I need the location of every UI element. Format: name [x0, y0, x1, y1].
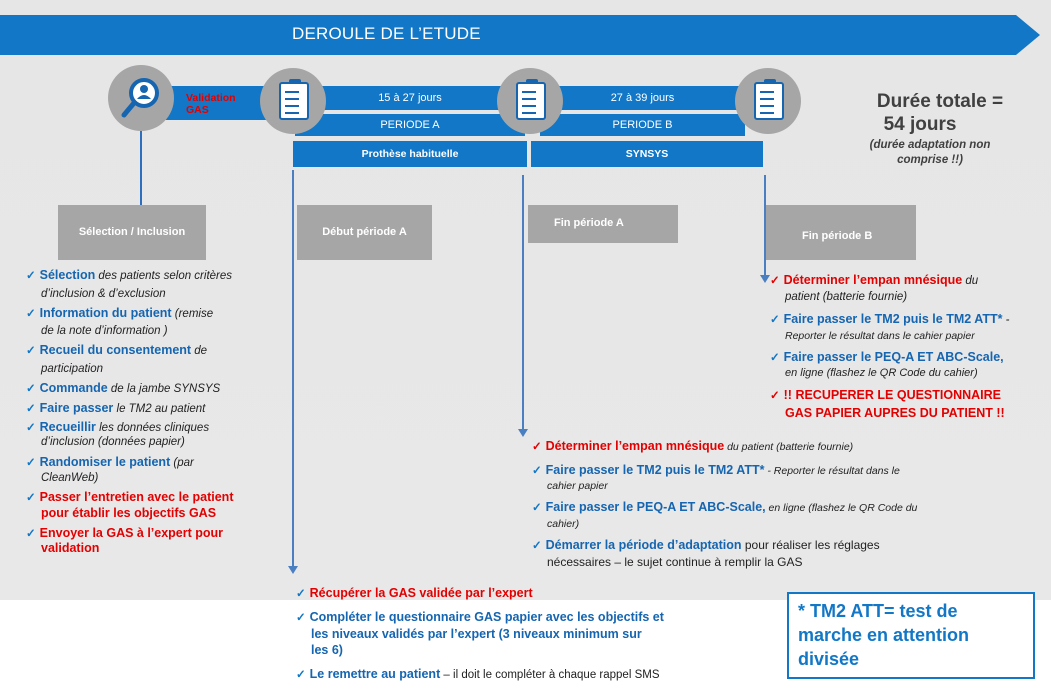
- period-b-days: 27 à 39 jours: [610, 92, 675, 104]
- footnote-box: * TM2 ATT= test de marche en attention d…: [787, 592, 1035, 679]
- checkmark-icon: ✓: [26, 492, 36, 505]
- list-item: ✓Le remettre au patient – il doit le com…: [296, 667, 660, 682]
- period-b-label: SYNSYS: [625, 148, 669, 160]
- checkmark-icon: ✓: [26, 345, 36, 358]
- checkmark-icon: ✓: [26, 457, 36, 470]
- checkmark-icon: ✓: [532, 464, 542, 477]
- clipboard-circle-end-b: [735, 68, 801, 134]
- list-item: ✓Faire passer le PEQ-A ET ABC-Scale, en …: [532, 500, 918, 530]
- duration-line2: 54 jours: [883, 114, 957, 135]
- checkmark-icon: ✓: [26, 421, 36, 434]
- period-a-label-bar: Prothèse habituelle: [293, 141, 527, 167]
- selection-circle: [108, 65, 174, 131]
- fin-b-arrow: [764, 175, 766, 279]
- stage-debut-a-box: Début période A: [297, 205, 432, 260]
- checkmark-icon: ✓: [532, 539, 542, 552]
- checkmark-icon: ✓: [26, 307, 36, 320]
- list-item: ✓Faire passer le TM2 au patient: [26, 400, 206, 415]
- clipboard-circle-end-a: [497, 68, 563, 134]
- period-a-name: PERIODE A: [380, 119, 440, 131]
- page-title: DEROULE DE L’ETUDE: [292, 24, 481, 43]
- arrow-head: [760, 275, 770, 283]
- checkmark-icon: ✓: [26, 527, 36, 540]
- checkmark-icon: ✓: [770, 390, 780, 403]
- list-item: ✓Faire passer le PEQ-A ET ABC-Scale,en l…: [770, 349, 1004, 380]
- list-item: ✓Faire passer le TM2 puis le TM2 ATT* - …: [532, 462, 900, 493]
- checkmark-icon: ✓: [296, 669, 306, 682]
- arrow-head: [288, 566, 298, 574]
- total-duration: Durée totale = 54 jours: [845, 90, 1035, 136]
- debut-a-arrow: [292, 170, 294, 570]
- checkmark-icon: ✓: [26, 270, 36, 282]
- list-item: ✓Démarrer la période d’adaptation pour r…: [532, 537, 880, 570]
- arrow-head: [518, 429, 528, 437]
- duration-note: (durée adaptation non comprise !!): [869, 139, 991, 166]
- stage-fin-a-box: Fin période A: [528, 205, 678, 243]
- stage-selection-label: Sélection / Inclusion: [78, 226, 186, 238]
- checkmark-icon: ✓: [532, 441, 542, 453]
- list-item: ✓Récupérer la GAS validée par l’expert: [296, 586, 533, 600]
- selection-connector: [140, 131, 142, 205]
- validation-bar: Validation GAS: [160, 86, 278, 120]
- period-a-days: 15 à 27 jours: [378, 92, 442, 104]
- period-a-days-bar: 15 à 27 jours: [295, 86, 525, 110]
- period-b-days-bar: 27 à 39 jours: [540, 86, 745, 110]
- footnote-line3: divisée: [798, 649, 860, 669]
- stage-debut-a-label: Début période A: [322, 226, 407, 238]
- checkmark-icon: ✓: [770, 275, 780, 287]
- period-b-name: PERIODE B: [612, 119, 673, 131]
- debut-a-list: ✓Récupérer la GAS validée par l’expert ✓…: [296, 585, 736, 683]
- period-b-label-bar: SYNSYS: [531, 141, 763, 167]
- stage-fin-b-box: Fin période B: [766, 205, 916, 260]
- search-person-icon: [121, 78, 159, 118]
- list-item: ✓Déterminer l’empan mnésique du patient …: [532, 439, 854, 453]
- footnote-line1: * TM2 ATT= test de: [798, 601, 958, 621]
- checkmark-icon: ✓: [296, 611, 306, 624]
- period-a-label: Prothèse habituelle: [361, 148, 459, 160]
- duration-line1: Durée totale =: [876, 91, 1004, 112]
- list-item: ✓Faire passer le TM2 puis le TM2 ATT* -R…: [770, 312, 1010, 342]
- stage-selection-box: Sélection / Inclusion: [58, 205, 206, 260]
- stage-fin-a-label: Fin période A: [554, 217, 624, 229]
- validation-gas-label: Validation GAS: [186, 92, 236, 116]
- checkmark-icon: ✓: [296, 588, 306, 600]
- clipboard-circle-start-a: [260, 68, 326, 134]
- checkmark-icon: ✓: [770, 314, 780, 327]
- clipboard-checklist-icon: [279, 79, 309, 120]
- checkmark-icon: ✓: [770, 351, 780, 364]
- clipboard-checklist-icon: [754, 79, 784, 120]
- footnote-line2: marche en attention: [798, 625, 970, 645]
- checkmark-icon: ✓: [532, 502, 542, 515]
- list-item: ✓Compléter le questionnaire GAS papier a…: [296, 609, 664, 658]
- checkmark-icon: ✓: [26, 402, 36, 415]
- period-a-name-bar: PERIODE A: [295, 114, 525, 136]
- stage-fin-b-label: Fin période B: [802, 230, 873, 242]
- fin-a-arrow: [522, 175, 524, 433]
- checkmark-icon: ✓: [26, 382, 36, 395]
- period-b-name-bar: PERIODE B: [540, 114, 745, 136]
- title-banner: [0, 15, 1040, 55]
- clipboard-checklist-icon: [516, 79, 546, 120]
- list-item: ✓Commande de la jambe SYNSYS: [26, 380, 221, 395]
- fin-a-list: ✓Déterminer l’empan mnésique du patient …: [532, 438, 972, 571]
